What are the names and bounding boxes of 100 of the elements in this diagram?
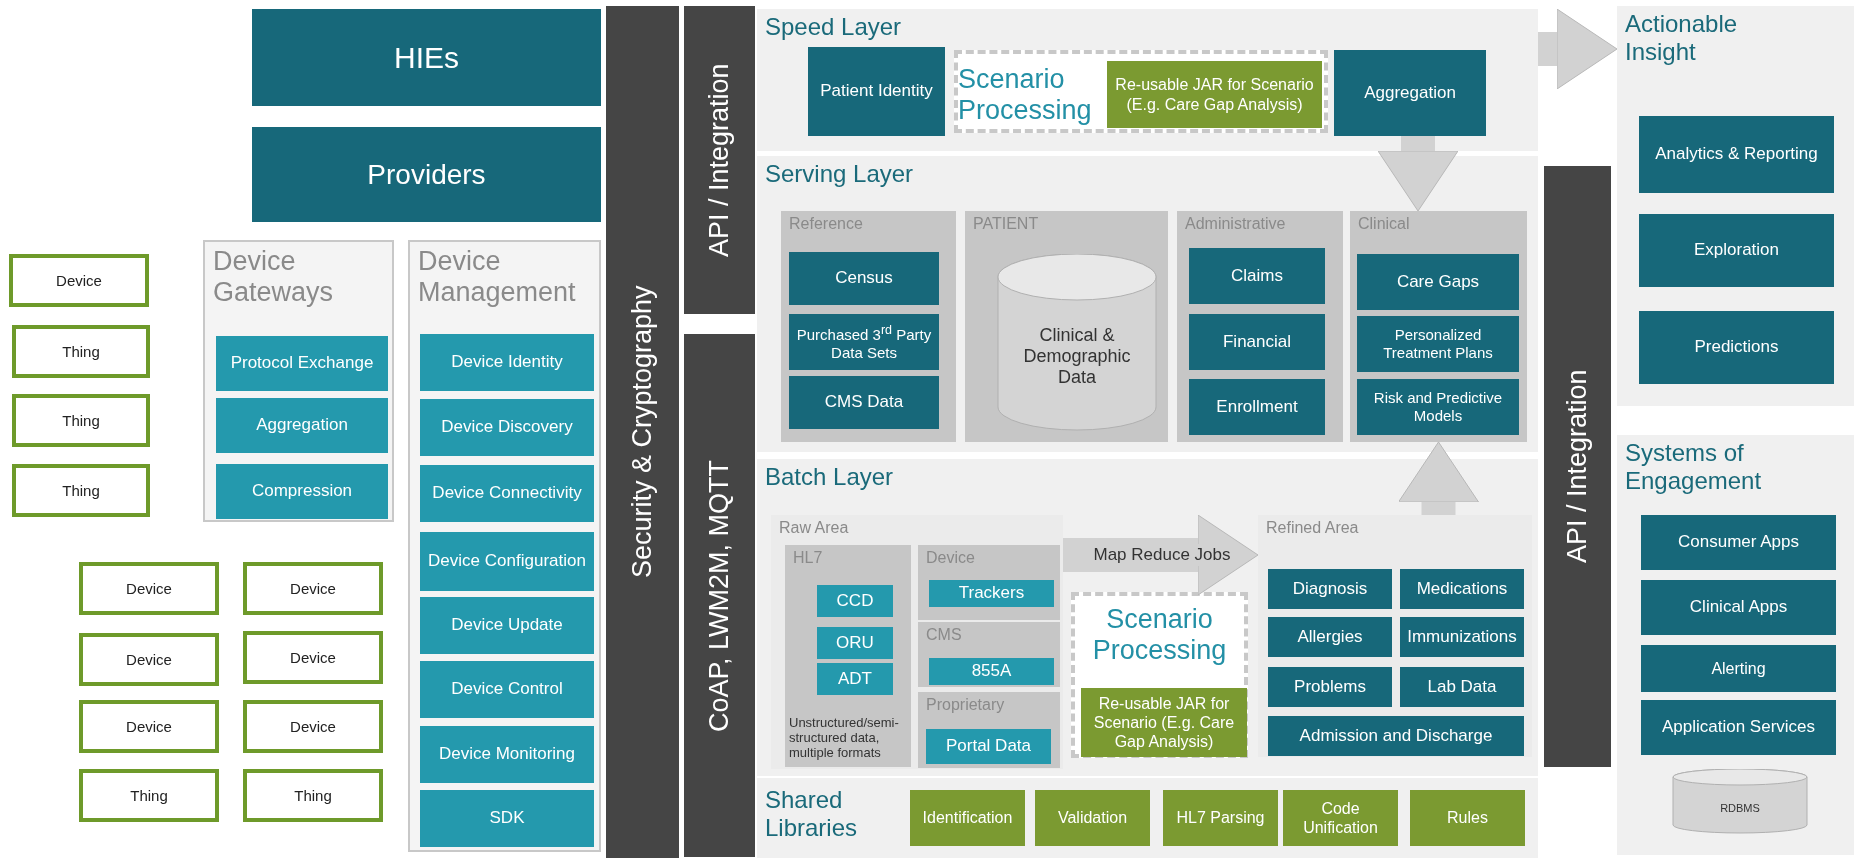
device-box: Device [9,254,149,307]
library-box: Re-usable JAR for Scenario (E.g. Care Gap Analysis) [1107,61,1322,128]
device-box: Device [243,562,383,615]
component-box: ORU [817,627,893,659]
panel-title: PATIENT [973,215,1039,234]
panel-title: Actionable Insight [1625,10,1739,66]
component-box: Enrollment [1189,379,1325,435]
device-box: Device [243,700,383,753]
component-box: Consumer Apps [1641,515,1836,570]
component-box: Device Connectivity [420,465,594,522]
component-box: Care Gaps [1357,254,1519,310]
category-panel [965,211,1168,442]
component-box: ADT [817,663,893,695]
component-box: Trackers [929,580,1054,607]
component-box: Protocol Exchange [216,336,388,391]
component-box: Census [789,252,939,305]
library-box: Validation [1035,790,1150,846]
component-box: Admission and Discharge [1268,716,1524,756]
database-cylinder: RDBMS [1672,769,1808,834]
layer-panel [1617,435,1854,855]
component-box: Providers [252,127,601,222]
device-panel [408,240,601,852]
component-box: Alerting [1641,645,1836,692]
panel-title: Reference [789,215,863,234]
device-box: Thing [79,769,219,822]
component-box: Application Services [1641,700,1836,755]
database-cylinder: Clinical & Demographic Data [997,254,1157,431]
layer-panel [757,778,1538,858]
panel-title: Speed Layer [765,13,902,41]
panel-title: Scenario Processing [958,64,1088,127]
component-box: Device Update [420,597,594,654]
category-panel [1350,211,1527,442]
component-box: Lab Data [1400,667,1524,707]
component-box: Personalized Treatment Plans [1357,316,1519,372]
panel-title: Proprietary [926,696,1005,715]
integration-bar: Security & Cryptography [606,6,679,858]
device-box: Thing [12,394,150,447]
block-arrow [1398,441,1479,515]
panel-title: Batch Layer [765,463,894,491]
component-box: Portal Data [926,729,1051,764]
component-box: Aggregation [216,398,388,453]
component-box: Medications [1400,569,1524,609]
panel-title: Raw Area [779,519,849,538]
library-box: HL7 Parsing [1163,790,1278,846]
category-panel [781,211,956,442]
component-box: CCD [817,585,893,617]
component-box: Device Configuration [420,532,594,591]
component-box: Aggregation [1334,50,1486,136]
layer-panel [1617,6,1854,406]
layer-panel [757,156,1538,452]
component-box: Diagnosis [1268,569,1392,609]
library-box: Identification [910,790,1025,846]
panel-title: CMS [926,626,962,645]
component-box: Predictions [1639,311,1834,384]
note-text: Unstructured/semi-structured data, multiple formats [789,716,900,761]
panel-title: HL7 [793,549,823,568]
component-box: Allergies [1268,617,1392,657]
block-arrow [1063,514,1259,596]
library-box: Re-usable JAR for Scenario (E.g. Care Gap Analysis) [1081,688,1247,757]
panel-title: Device Gateways [213,246,335,309]
component-box: Clinical Apps [1641,580,1836,635]
library-box: Code Unification [1283,790,1398,846]
scenario-frame [1071,592,1248,758]
component-box: CMS Data [789,376,939,429]
area-panel [1258,515,1532,757]
device-box: Device [79,562,219,615]
component-box: Patient Identity [808,47,945,136]
category-panel [918,692,1060,768]
component-box: Exploration [1639,214,1834,287]
panel-title: Scenario Processing [1091,604,1228,667]
component-box: Device Control [420,661,594,718]
category-panel [1177,211,1343,442]
component-box: Claims [1189,248,1325,304]
component-box: Purchased 3$^{rd}$ Party Data Sets [789,314,939,370]
component-box: Problems [1268,667,1392,707]
panel-title: Shared Libraries [765,786,859,842]
component-box: 855A [929,658,1054,685]
block-arrow [1377,136,1459,212]
component-box: Analytics & Reporting [1639,116,1834,193]
component-box: SDK [420,790,594,847]
category-panel [918,545,1060,620]
block-arrow [1538,8,1618,90]
panel-title: Device [926,549,975,568]
integration-bar: API / Integration [684,6,755,314]
panel-title: Administrative [1185,215,1286,234]
integration-bar: CoAP, LWM2M, MQTT [684,334,755,857]
panel-title: Clinical [1358,215,1410,234]
component-box: Risk and Predictive Models [1357,379,1519,435]
device-box: Device [79,700,219,753]
panel-title: Device Management [418,246,577,309]
component-box: Immunizations [1400,617,1524,657]
scenario-frame [954,50,1328,133]
integration-bar: API / Integration [1544,166,1611,767]
layer-panel [757,459,1538,776]
panel-title: Refined Area [1266,519,1359,538]
panel-title: Systems of Engagement [1625,439,1763,495]
panel-title: Serving Layer [765,160,914,188]
category-panel [918,622,1060,687]
component-box: Financial [1189,314,1325,370]
component-box: Device Discovery [420,399,594,456]
